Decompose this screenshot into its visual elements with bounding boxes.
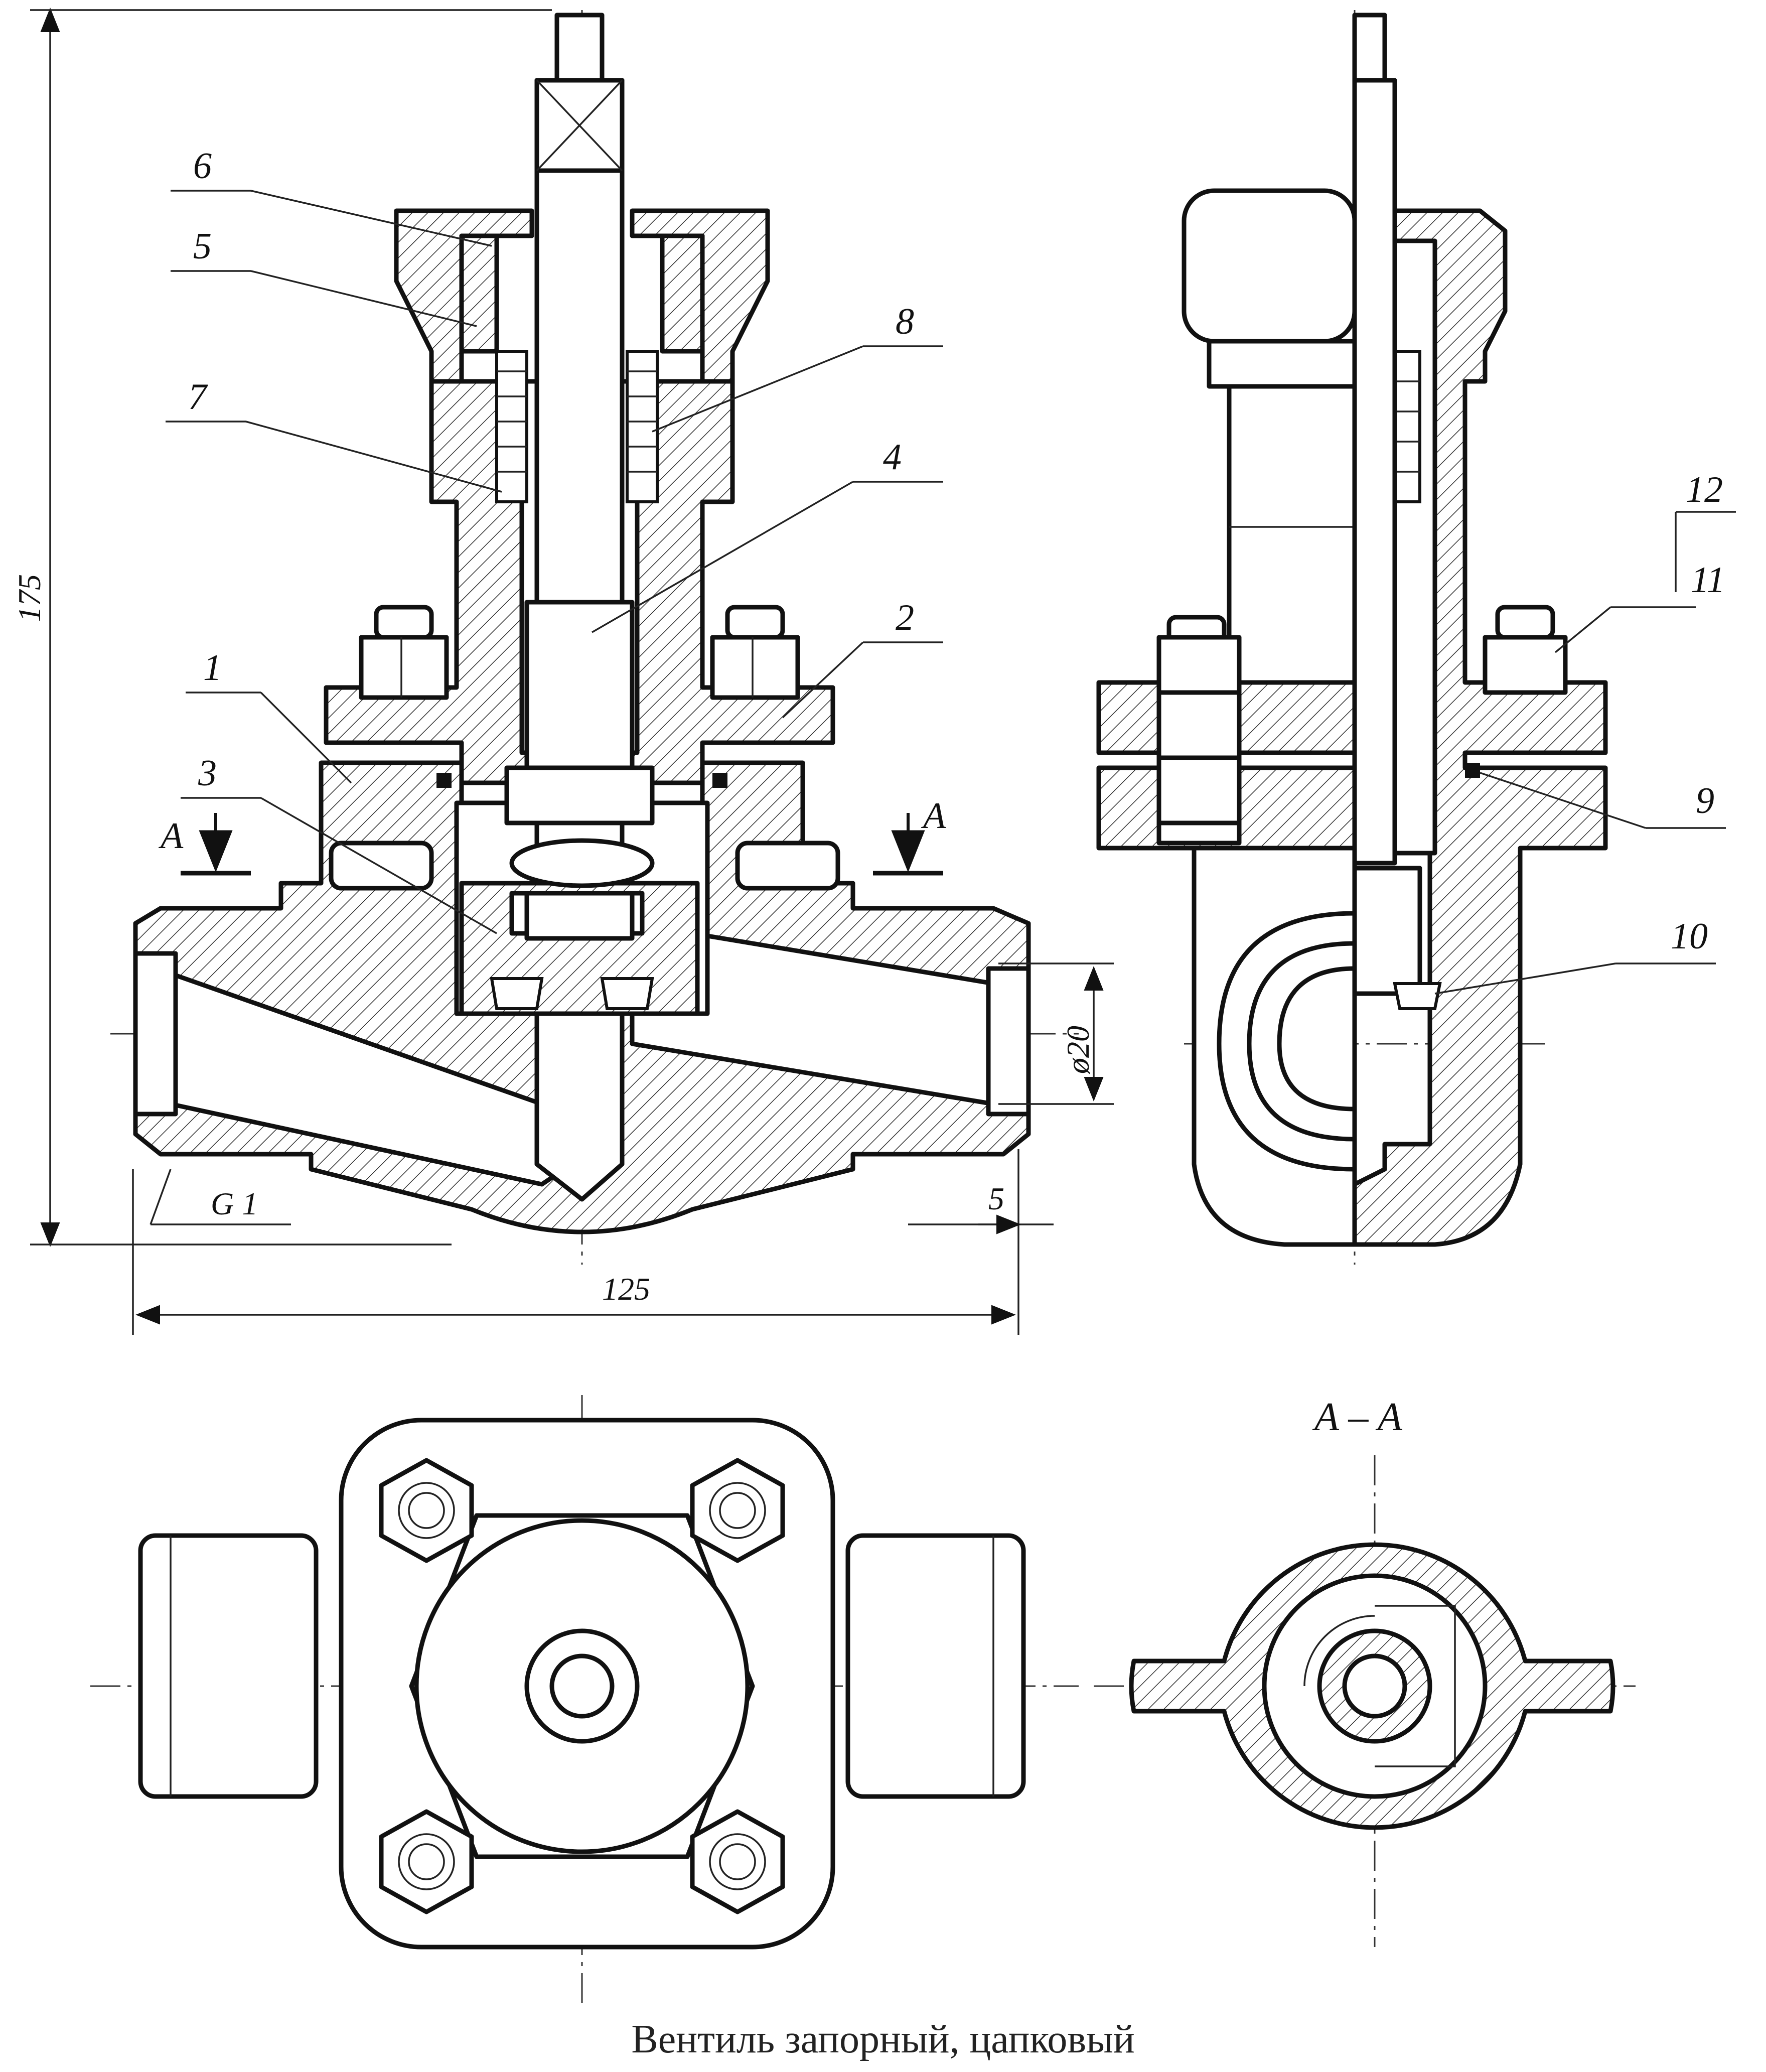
side-callouts: 12 11 9 10: [1434, 469, 1736, 995]
callout-9: 9: [1696, 780, 1714, 821]
callout-11: 11: [1691, 560, 1725, 601]
dim-bore: ø20: [1060, 1026, 1096, 1074]
front-callouts: 6 5 8 7 4 2 1 3: [166, 146, 943, 934]
callout-7: 7: [188, 376, 208, 418]
svg-text:A: A: [921, 795, 946, 837]
callout-3: 3: [198, 753, 217, 794]
callout-12: 12: [1686, 469, 1723, 510]
dim-offset: 5: [988, 1181, 1004, 1216]
callout-10: 10: [1671, 916, 1708, 957]
top-bolts: [379, 1458, 785, 1914]
dim-thread: G 1: [211, 1186, 258, 1221]
dim-length: 125: [602, 1271, 650, 1307]
top-view: [90, 1395, 1079, 2007]
bolt-nut-left: [359, 635, 449, 700]
section-cut-marks: A A: [158, 795, 946, 876]
section-title: A – A: [1312, 1395, 1403, 1439]
section-a-a: A – A: [1094, 1395, 1636, 1947]
callout-1: 1: [203, 647, 222, 688]
callout-4: 4: [883, 437, 902, 478]
callout-6: 6: [193, 146, 212, 187]
front-section-view: [110, 10, 1079, 1265]
callout-5: 5: [193, 226, 212, 267]
dim-height: 175: [12, 574, 47, 622]
bolt-nut-right: [710, 635, 800, 700]
callout-2: 2: [896, 597, 914, 638]
svg-text:A: A: [158, 815, 184, 857]
callout-8: 8: [896, 301, 914, 342]
dimensions: 175 125 ø20 G 1 5: [12, 8, 1114, 1335]
side-half-section-view: [1096, 10, 1608, 1265]
gland-nut: [394, 208, 534, 384]
drawing-caption: Вентиль запорный, цапковый: [631, 2017, 1134, 2061]
